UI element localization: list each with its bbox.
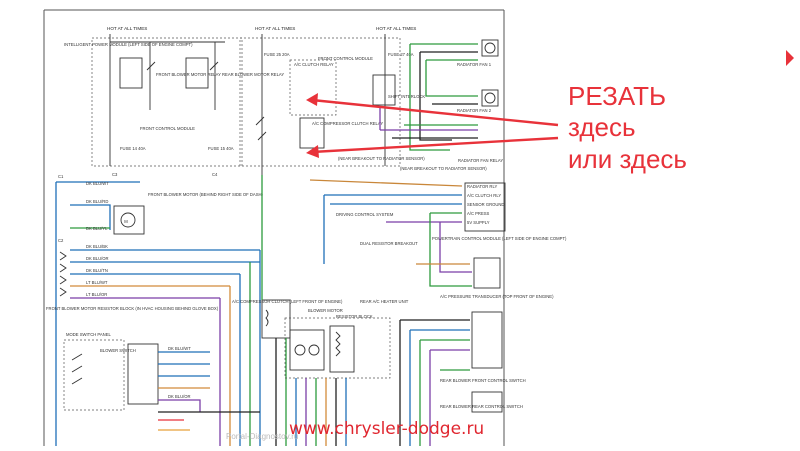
mode-switch-panel: MODE SWITCH PANEL	[63, 332, 125, 411]
connector-c4: C4	[212, 172, 218, 177]
pcm-block: RADIATOR RLY A/C CLUTCH RLY SENSOR GROUN…	[432, 182, 567, 241]
wire-label-10: DK BLU/OR	[168, 394, 191, 399]
svg-text:M: M	[124, 219, 128, 224]
breakout-note-1: (NEAR BREAKOUT TO RADIATOR SENSOR)	[338, 156, 425, 161]
annotation-or-here: или здесь	[568, 144, 687, 174]
front-blower-motor: M FRONT BLOWER MOTOR (BEHIND RIGHT SIDE …	[113, 192, 264, 235]
rear-blower-motor: BLOWER MOTOR	[289, 308, 343, 371]
radiator-fan-1-label: RADIATOR FAN 1	[457, 62, 492, 67]
faint-watermark: Portal-Diagnostov.ru	[226, 432, 299, 441]
wire-label-7: LT BLU/WT	[86, 280, 108, 285]
mode-switch-label: MODE SWITCH PANEL	[66, 332, 111, 337]
pcm-pin-5: 5V SUPPLY	[467, 220, 490, 225]
rear-blower-front-control: REAR BLOWER FRONT CONTROL SWITCH	[440, 311, 526, 383]
fuse-label-3: FUSE 25 20A	[264, 52, 290, 57]
hot-label-3: HOT AT ALL TIMES	[376, 26, 416, 31]
front-control-module-label: FRONT CONTROL MODULE	[140, 126, 195, 131]
rear-resistor-label: RESISTOR BLOCK	[336, 314, 373, 319]
hot-label-2: HOT AT ALL TIMES	[255, 26, 295, 31]
radiator-fan-1: RADIATOR FAN 1	[457, 39, 499, 67]
radiator-fan-2-label: RADIATOR FAN 2	[457, 108, 492, 113]
ipm-label: INTELLIGENT POWER MODULE (LEFT SIDE OF E…	[64, 42, 193, 47]
resistor-block-wires: DK BLU/BK DK BLU/OR DK BLU/TN LT BLU/WT …	[59, 244, 260, 299]
relay-module-boundary	[239, 37, 401, 167]
connector-c1: C1	[58, 174, 64, 179]
front-blower-relay-coil	[119, 57, 143, 89]
fuse-label-4: FUSE 27 40A	[388, 52, 414, 57]
radiator-fan-relay-label: RADIATOR FAN RELAY	[458, 158, 503, 163]
wire-label-2: DK BLU/RD	[86, 199, 108, 204]
fuse-label-1: FUSE 14 40A	[120, 146, 146, 151]
rear-control-label: REAR BLOWER FRONT CONTROL SWITCH	[440, 378, 526, 383]
resistor-block-label: FRONT BLOWER MOTOR RESISTOR BLOCK (IN HV…	[46, 306, 219, 311]
annotation-here: здесь	[568, 112, 636, 142]
connector-c2: C2	[58, 238, 64, 243]
wire-label-8: LT BLU/OR	[86, 292, 107, 297]
ac-compressor-relay-label: A/C COMPRESSOR CLUTCH RELAY	[312, 121, 383, 126]
blower-switch: BLOWER SWITCH	[100, 343, 159, 405]
ac-relay-box	[289, 59, 337, 116]
ac-transducer-label: A/C PRESSURE TRANSDUCER (TOP FRONT OF EN…	[440, 294, 554, 299]
rear-blower-motor-label: BLOWER MOTOR	[308, 308, 343, 313]
ac-clutch-relay-label: A/C CLUTCH RELAY	[294, 62, 334, 67]
pcm-pin-3: SENSOR GROUND	[467, 202, 504, 207]
rear-blower-relay-coil	[185, 57, 209, 89]
connector-c3: C3	[112, 172, 118, 177]
driving-control-note: DRIVING CONTROL SYSTEM	[336, 212, 394, 217]
wire-label-4: DK BLU/BK	[86, 244, 108, 249]
rear-blower-relay-label: REAR BLOWER MOTOR RELAY	[222, 72, 284, 77]
wire-label-9: DK BLU/WT	[168, 346, 191, 351]
hot-label-1: HOT AT ALL TIMES	[107, 26, 147, 31]
rear-rear-control-label: REAR BLOWER REAR CONTROL SWITCH	[440, 404, 523, 409]
shift-interlock-label: SHIFT INTERLOCK	[388, 94, 425, 99]
front-blower-motor-label: FRONT BLOWER MOTOR (BEHIND RIGHT SIDE OF…	[148, 192, 264, 197]
wire-label-1: DK BLU/WT	[86, 181, 109, 186]
rear-resistor-block: RESISTOR BLOCK	[329, 314, 373, 373]
fuse-label-2: FUSE 15 40A	[208, 146, 234, 151]
radiator-fan-2: RADIATOR FAN 2	[457, 89, 499, 113]
front-blower-relay-label: FRONT BLOWER MOTOR RELAY	[156, 72, 221, 77]
pcm-pin-1: RADIATOR RLY	[467, 184, 497, 189]
ac-compressor-relay-coil	[299, 117, 325, 149]
rear-heater-unit-label: REAR A/C HEATER UNIT	[360, 299, 409, 304]
pcm-pin-4: A/C PRESS	[467, 211, 490, 216]
wire-label-6: DK BLU/TN	[86, 268, 108, 273]
pcm-label: POWERTRAIN CONTROL MODULE (LEFT SIDE OF …	[432, 236, 567, 241]
ac-pressure-transducer: A/C PRESSURE TRANSDUCER (TOP FRONT OF EN…	[440, 257, 554, 299]
blower-switch-label: BLOWER SWITCH	[100, 348, 136, 353]
annotation-cut-title: РЕЗАТЬ	[568, 81, 667, 111]
front-control-label: FRONT CONTROL MODULE	[318, 56, 373, 61]
power-module-boundary	[91, 37, 243, 167]
radiator-relay-coil	[372, 74, 396, 106]
dual-resistor-note: DUAL RESISTOR BREAKOUT	[360, 241, 418, 246]
watermark-text: www.chrysler-dodge.ru	[289, 419, 485, 439]
rear-blower-rear-control: REAR BLOWER REAR CONTROL SWITCH	[440, 391, 523, 413]
wire-label-5: DK BLU/OR	[86, 256, 109, 261]
annotation-arrows	[306, 93, 559, 158]
pcm-pin-2: A/C CLUTCH RLY	[467, 193, 501, 198]
wire-label-3: DK BLU/YL	[86, 226, 108, 231]
ac-clutch-label: A/C COMPRESSOR CLUTCH (LEFT FRONT OF ENG…	[232, 299, 343, 304]
right-arrow-mark	[786, 50, 794, 66]
breakout-note-2: (NEAR BREAKOUT TO RADIATOR SENSOR)	[400, 166, 487, 171]
